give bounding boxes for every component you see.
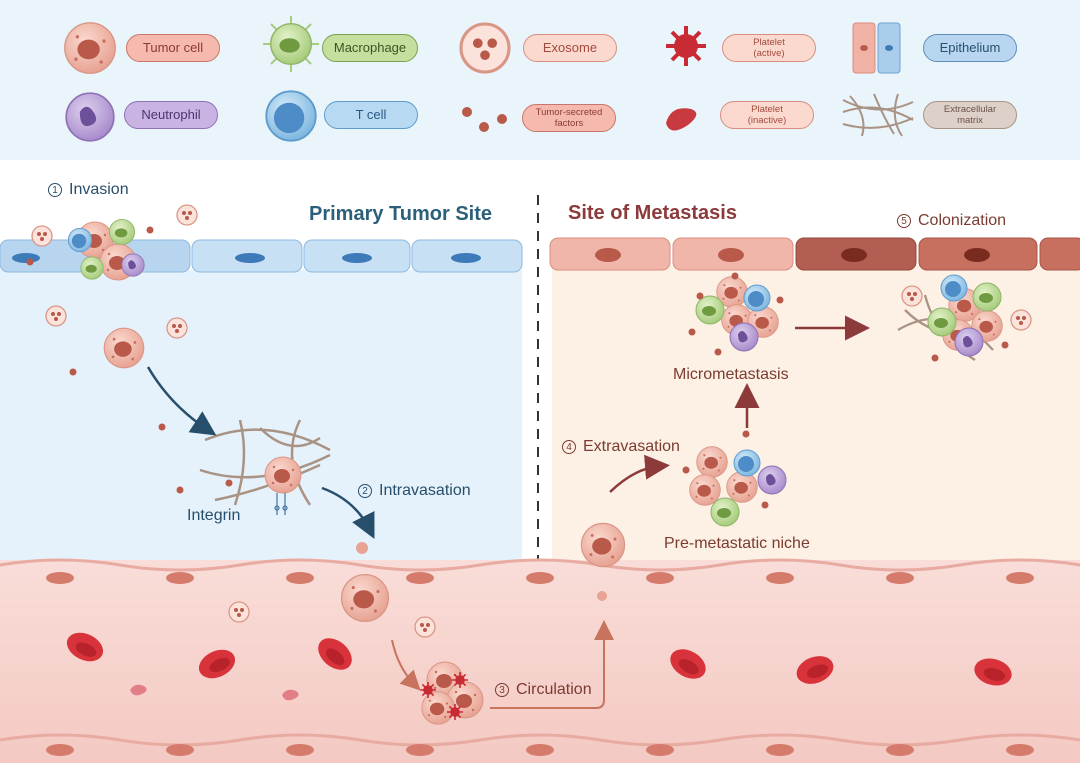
arrow-extravasation [609, 454, 670, 493]
step-colonization: 5 Colonization [897, 212, 1006, 230]
tumor-cell-integrin [264, 456, 302, 494]
t-cell-icon [265, 90, 317, 142]
exosome-icon [459, 22, 511, 74]
cell-fragment [597, 591, 607, 601]
legend-platelet-inactive: Platelet (inactive) [720, 101, 814, 129]
neutrophil-icon [65, 92, 115, 142]
legend-epithelium: Epithelium [923, 34, 1017, 62]
legend-macrophage: Macrophage [322, 34, 418, 62]
integrin-icon [274, 493, 288, 515]
pre-metastatic-niche-label: Pre-metastatic niche [664, 535, 810, 552]
exosome [1010, 309, 1032, 331]
micrometastasis-label: Micrometastasis [673, 366, 789, 383]
inactive-platelet [130, 684, 147, 696]
epithelium-icon [852, 22, 901, 74]
legend-t-cell: T cell [324, 101, 418, 129]
exosome [901, 285, 923, 307]
legend-ecm: Extracellular matrix [923, 101, 1017, 129]
step-number: 1 [48, 183, 62, 197]
metastasis-site-title: Site of Metastasis [568, 202, 737, 224]
metastasis-panel [552, 265, 1080, 565]
step-label: Colonization [918, 212, 1007, 229]
primary-panel [0, 270, 522, 570]
platelet-active-icon [664, 24, 708, 68]
intravasating-cell [340, 573, 390, 623]
exosome [228, 601, 250, 623]
step-circulation: 3 Circulation [495, 681, 592, 699]
arrow-intravasation [321, 486, 375, 539]
step-number: 2 [358, 484, 372, 498]
extravasating-cell [580, 522, 626, 568]
step-number: 3 [495, 683, 509, 697]
legend-exosome: Exosome [523, 34, 617, 62]
migrating-tumor-cell [103, 327, 145, 369]
step-label: Extravasation [583, 438, 680, 455]
metastasis-epithelium [549, 237, 1080, 271]
colonization-cluster [897, 274, 1003, 361]
tumor-cell-icon [64, 22, 116, 74]
step-label: Intravasation [379, 482, 471, 499]
step-label: Invasion [69, 181, 129, 198]
arrow-circulation-up [490, 620, 614, 709]
step-invasion: 1 Invasion [48, 181, 129, 199]
exosome [166, 317, 188, 339]
step-extravasation: 4 Extravasation [562, 438, 680, 456]
step-number: 5 [897, 214, 911, 228]
legend-platelet-active: Platelet (active) [722, 34, 816, 62]
exosome [414, 616, 436, 638]
exosome [45, 305, 67, 327]
tumor-factors-icon [462, 107, 507, 132]
arrow-invasion [146, 366, 217, 436]
legend-tumor-cell: Tumor cell [126, 34, 220, 62]
extracellular-matrix [199, 419, 331, 506]
legend-neutrophil: Neutrophil [124, 101, 218, 129]
primary-site-title: Primary Tumor Site [309, 203, 493, 225]
macrophage-icon [263, 16, 319, 72]
step-label: Circulation [516, 681, 592, 698]
integrin-label: Integrin [187, 507, 241, 524]
exosome [176, 204, 198, 226]
blood-vessel [0, 558, 1080, 763]
legend-tumor-factors: Tumor-secreted factors [522, 104, 616, 132]
secreted-factor [26, 226, 1009, 509]
step-intravasation: 2 Intravasation [358, 482, 471, 500]
exosome [31, 225, 53, 247]
inactive-platelet [282, 689, 299, 701]
cell-fragment [356, 542, 368, 554]
ecm-icon [842, 93, 914, 137]
step-number: 4 [562, 440, 576, 454]
platelet-inactive-icon [666, 108, 697, 131]
arrow-circulation-down [391, 639, 421, 691]
